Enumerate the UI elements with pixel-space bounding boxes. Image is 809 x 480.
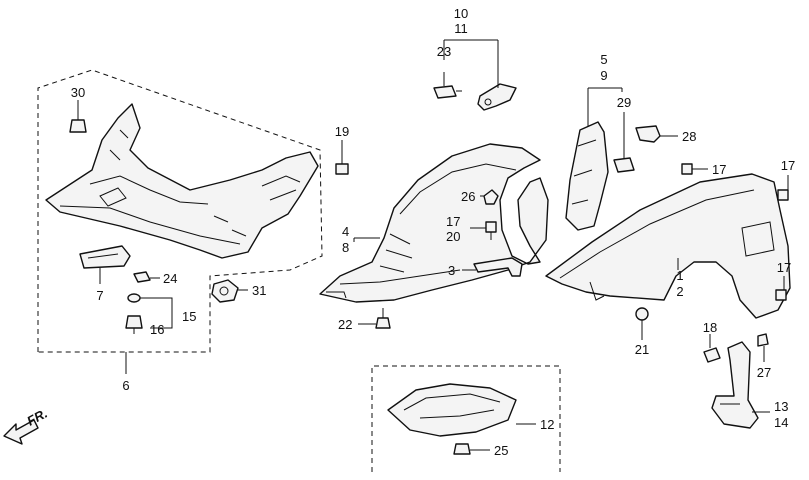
part-17-screw-upper xyxy=(681,163,693,175)
front-arrow-icon xyxy=(3,419,39,445)
callout-20: 20 xyxy=(446,229,460,244)
part-29-bolt xyxy=(613,146,635,173)
callout-4: 4 xyxy=(342,224,349,239)
callout-24: 24 xyxy=(163,271,177,286)
callout-7: 7 xyxy=(96,288,103,303)
callout-5: 5 xyxy=(600,52,607,67)
callout-6: 6 xyxy=(122,378,129,393)
callout-8: 8 xyxy=(342,240,349,255)
part-10-11-bracket xyxy=(477,83,517,111)
callout-21: 21 xyxy=(635,342,649,357)
callout-1: 1 xyxy=(676,268,683,283)
callout-28: 28 xyxy=(682,129,696,144)
part-3-bracket xyxy=(473,257,523,277)
part-25-bolt xyxy=(453,443,471,455)
part-30-grommet xyxy=(69,119,87,133)
undercover-group-frame xyxy=(37,69,323,353)
callout-14: 14 xyxy=(774,415,788,430)
part-27-clip xyxy=(757,333,769,347)
skid-plate-group-frame xyxy=(371,365,561,472)
callout-16: 16 xyxy=(150,322,164,337)
callout-13: 13 xyxy=(774,399,788,414)
part-24-clip xyxy=(133,271,151,283)
callout-29: 29 xyxy=(617,95,631,110)
callout-31: 31 xyxy=(252,283,266,298)
callout-22: 22 xyxy=(338,317,352,332)
callout-19: 19 xyxy=(335,124,349,139)
callout-11: 11 xyxy=(454,21,468,36)
callout-2: 2 xyxy=(676,284,683,299)
callout-17-lower: 17 xyxy=(777,260,791,275)
callout-30: 30 xyxy=(71,85,85,100)
part-19-screw xyxy=(335,150,349,175)
part-17-20-screw xyxy=(485,221,497,240)
callout-25: 25 xyxy=(494,443,508,458)
callout-12: 12 xyxy=(540,417,554,432)
part-26-clip xyxy=(483,189,499,205)
part-21-clip xyxy=(635,307,649,330)
callout-26: 26 xyxy=(461,189,475,204)
part-31-nut xyxy=(211,279,239,303)
callout-17-upper: 17 xyxy=(712,162,726,177)
inner-fender-liner xyxy=(319,143,549,303)
front-fender xyxy=(545,173,791,319)
callout-18: 18 xyxy=(703,320,717,335)
part-23-bulb xyxy=(433,85,462,99)
part-28-bracket xyxy=(635,125,661,143)
callout-23: 23 xyxy=(437,44,451,59)
skid-plate xyxy=(387,383,517,437)
callout-10: 10 xyxy=(454,6,468,21)
callout-3: 3 xyxy=(448,263,455,278)
part-7-cover xyxy=(79,245,131,269)
part-17-screw-lower xyxy=(775,289,787,301)
mud-guard xyxy=(711,341,759,429)
fender-extension xyxy=(565,121,609,231)
callout-9: 9 xyxy=(600,68,607,83)
callout-15: 15 xyxy=(182,309,196,324)
leader-lines xyxy=(77,39,789,451)
callout-17-right: 17 xyxy=(781,158,795,173)
callout-labels: 10 11 23 5 9 29 28 17 17 17 1 2 21 18 27… xyxy=(71,6,795,458)
part-15-washer xyxy=(127,293,141,303)
callout-17-center: 17 xyxy=(446,214,460,229)
part-22-screw xyxy=(375,308,391,329)
front-direction-indicator: FR. xyxy=(3,406,50,445)
part-16-bolt xyxy=(125,315,143,334)
part-18-screw xyxy=(703,347,721,363)
engine-undercover xyxy=(45,103,319,259)
part-17-screw-right xyxy=(777,189,789,201)
callout-27: 27 xyxy=(757,365,771,380)
